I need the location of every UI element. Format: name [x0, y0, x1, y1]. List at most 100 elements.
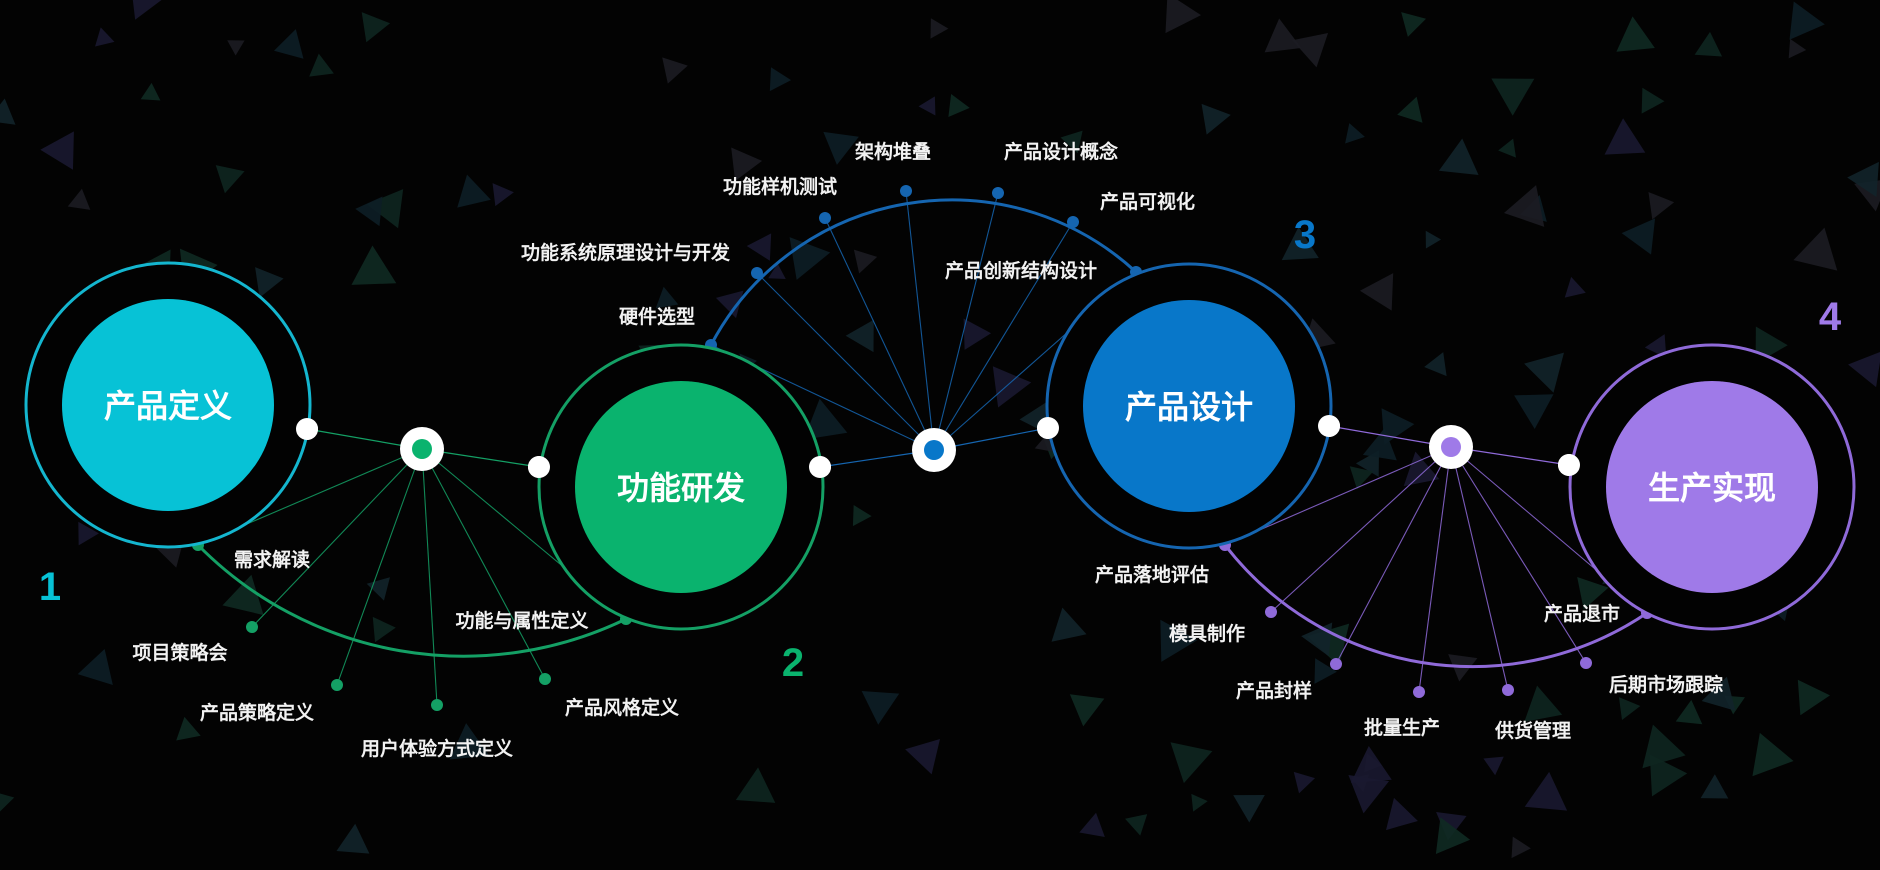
step-arc-path [196, 543, 627, 658]
step-dot [539, 673, 551, 685]
spoke-line [756, 272, 935, 451]
background-triangle [1847, 161, 1879, 198]
background-triangle [1401, 12, 1427, 37]
background-triangle [1397, 96, 1423, 123]
background-triangle [0, 98, 16, 125]
step-dot [1067, 216, 1079, 228]
step-dot [331, 679, 343, 691]
background-triangle [227, 40, 245, 56]
step-label: 功能系统原理设计与开发 [521, 241, 731, 264]
step-dot [992, 187, 1004, 199]
step-label: 供货管理 [1494, 719, 1571, 742]
stage-title: 功能研发 [617, 469, 745, 507]
background-triangle [222, 574, 264, 616]
background-triangle [1264, 18, 1302, 53]
background-triangle [1160, 619, 1198, 662]
spoke-line [824, 217, 935, 451]
stage-number: 2 [782, 641, 804, 685]
background-triangle [1191, 793, 1208, 812]
stage-inner-circle [1606, 381, 1818, 593]
step-label: 产品风格定义 [565, 696, 679, 719]
background-triangle [336, 823, 370, 854]
background-triangle [1233, 794, 1265, 823]
background-triangle [255, 267, 284, 298]
background-triangle [731, 147, 763, 182]
background-triangle [1438, 138, 1479, 175]
background-triangle [1793, 227, 1838, 271]
background-triangle [1701, 676, 1736, 711]
background-triangle [215, 165, 245, 194]
stage-inner-circle [575, 381, 787, 593]
background-triangle [274, 29, 304, 59]
background-triangle [1675, 699, 1703, 725]
background-triangle [1448, 654, 1478, 682]
step-label: 模具制作 [1169, 622, 1245, 645]
step-arcs [192, 185, 1653, 711]
background-triangle [1201, 103, 1231, 135]
stage-number: 1 [39, 565, 61, 609]
background-triangle [1789, 1, 1825, 40]
stage-title: 生产实现 [1648, 469, 1776, 507]
connector-node [296, 418, 318, 440]
step-dot [1265, 606, 1277, 618]
background-triangle [715, 290, 744, 319]
step-labels: 需求解读项目策略会产品策略定义用户体验方式定义产品风格定义功能与属性定义硬件选型… [132, 140, 1723, 760]
background-triangle [449, 723, 490, 760]
background-triangle [845, 319, 874, 353]
background-triangle [1386, 797, 1418, 831]
background-triangle [1524, 352, 1564, 393]
background-triangle [492, 183, 514, 207]
background-triangle [1642, 724, 1686, 769]
spoke-line [1335, 446, 1452, 665]
spoke-line [1450, 446, 1587, 664]
step-label: 需求解读 [234, 548, 310, 571]
spoke-line [905, 190, 935, 451]
step-dot [1330, 658, 1342, 670]
background-triangle [861, 691, 900, 725]
background-triangle [1170, 742, 1213, 784]
background-triangle [1350, 746, 1392, 783]
background-triangle [366, 189, 404, 229]
background-triangle [140, 82, 161, 101]
background-triangle [1641, 87, 1665, 114]
background-triangle [918, 96, 936, 116]
step-label: 项目策略会 [132, 641, 227, 664]
background-triangle [930, 18, 949, 39]
background-triangle [1424, 352, 1447, 377]
background-triangle [1292, 32, 1329, 68]
step-label: 批量生产 [1364, 716, 1440, 739]
step-dot [1413, 686, 1425, 698]
background-triangle [457, 174, 491, 208]
background-triangle [1621, 218, 1656, 255]
background-triangle [1648, 192, 1675, 220]
connector-node [1558, 454, 1580, 476]
background-triangle [131, 0, 163, 20]
background-triangle [40, 131, 74, 170]
background-triangle [1362, 428, 1397, 461]
background-triangle [803, 398, 848, 440]
stage-inner-circle [62, 299, 274, 511]
background-triangle [1491, 78, 1535, 116]
hub-node-center [924, 440, 944, 460]
background-triangle [1381, 408, 1415, 445]
background-triangle [1359, 273, 1394, 311]
background-triangle [746, 233, 772, 261]
background-triangle [1604, 118, 1646, 155]
stage-title: 产品设计 [1125, 388, 1253, 426]
step-label: 产品可视化 [1100, 190, 1195, 213]
spoke-line [1418, 446, 1452, 693]
background-triangle [1524, 685, 1563, 722]
background-triangle [1051, 607, 1087, 642]
step-dot [751, 267, 763, 279]
background-triangle [1616, 16, 1655, 52]
step-label: 硬件选型 [619, 305, 695, 328]
spoke-line [933, 221, 1074, 451]
hub-node-center [1441, 437, 1461, 457]
background-triangle [948, 93, 970, 117]
background-triangle [1349, 466, 1374, 490]
step-label: 产品落地评估 [1095, 563, 1209, 586]
background-triangle [769, 67, 792, 92]
